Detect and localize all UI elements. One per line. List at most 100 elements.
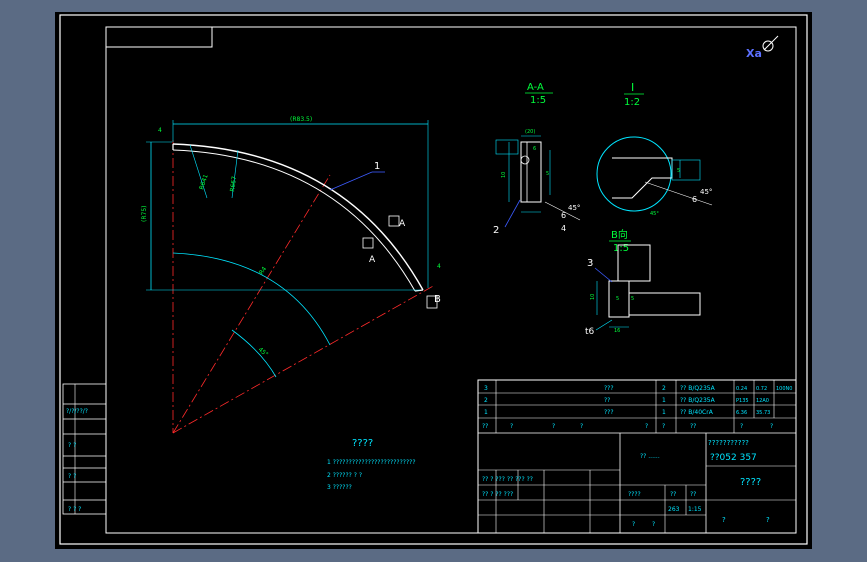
p1-no: 3: [484, 385, 488, 392]
p3-name: ???: [604, 409, 614, 416]
dim-top-text: (R83.5): [290, 116, 312, 123]
callout-a: A: [399, 219, 406, 229]
view-b-t6: t6: [585, 327, 595, 337]
drawing-background: [55, 12, 812, 549]
h-3: ?: [580, 423, 583, 430]
angle-arc-outer: [172, 252, 331, 346]
dim-radius-text: R4: [258, 265, 268, 276]
side-table-cell-1: ? ?: [68, 442, 76, 449]
p2-mat: ?? B/Q235A: [680, 397, 716, 404]
view-b-bar: [628, 292, 701, 316]
outer-frame: [59, 14, 808, 545]
dim-radial-2-text: R667: [229, 176, 238, 193]
detail-label: I: [631, 81, 634, 94]
notes-heading: ????: [352, 438, 373, 449]
detail-profile: [612, 157, 673, 199]
section-aa-scale: 1:5: [530, 95, 546, 106]
roughness-circle: [762, 40, 774, 52]
notes-line-1: 1 ??????????????????????????: [327, 459, 416, 466]
dim-small-left: 4: [158, 127, 162, 134]
p1-w2: 0.72: [756, 386, 767, 392]
side-table: ?/?/??/? ? ? ? ? ? ? ?: [62, 383, 107, 515]
callout-3: 3: [587, 258, 593, 269]
roughness-label: Xa: [746, 47, 762, 60]
tb-scale-value: 1:15: [688, 506, 702, 513]
p1-qty: 2: [662, 385, 666, 392]
sec-dim-width: (20): [525, 129, 535, 135]
side-table-frame: [62, 383, 107, 515]
tb-sign-row-2: ?? ? ?? ???: [482, 491, 513, 498]
angle-arc-inner: [231, 329, 277, 378]
tb-bottom-b: ?: [766, 516, 770, 524]
code-box: [105, 26, 213, 48]
sec-dim-height: 10: [501, 172, 507, 178]
view-b-dim-5a: 5: [616, 296, 619, 302]
view-b: B向 1:5 10 5 5 16 3 t6: [585, 228, 701, 337]
h-7: ?: [740, 423, 743, 430]
p2-qty: 1: [662, 397, 666, 404]
parts-header-row: ?? ? ? ? ? ? ?? ? ?: [482, 423, 773, 430]
tb-sheet-b: ?: [652, 521, 655, 528]
side-table-cell-0: ?/?/??/?: [66, 408, 88, 415]
p3-w1: 6.36: [736, 410, 747, 416]
side-table-cell-3: ? ? ?: [68, 506, 81, 513]
detail-i-view: I 1:2 5 6 45° 45°: [596, 81, 713, 217]
p3-no: 1: [484, 409, 488, 416]
inner-frame: [105, 26, 797, 534]
p2-name: ??: [604, 397, 610, 404]
p3-qty: 1: [662, 409, 666, 416]
centerline-radial-1: [172, 174, 331, 434]
tb-bottom-a: ?: [722, 516, 726, 524]
h-8: ?: [770, 423, 773, 430]
sec-chamfer-leader: [544, 201, 581, 221]
section-a-marker-box: [388, 215, 400, 227]
detail-dim-angle: 45°: [650, 211, 659, 217]
section-aa-hole: [520, 155, 530, 165]
arc-end-cap-right: [414, 289, 424, 292]
parts-row-1: 3 ??? 2 ?? B/Q235A 0.24 0.72 100N0: [484, 385, 792, 392]
p1-w1: 0.24: [736, 386, 747, 392]
detail-dim-6: 6: [692, 195, 697, 204]
t6-leader: [595, 319, 613, 331]
view-b-label: B向: [611, 228, 628, 241]
h-2: ?: [552, 423, 555, 430]
dim-radial-1-text: R641: [198, 173, 210, 190]
p3-mat: ?? B/40CrA: [680, 409, 714, 416]
sec-dim-5: 5: [546, 171, 549, 177]
centerline-radial-2: [172, 284, 436, 434]
detail-dim-small: 5: [677, 168, 680, 174]
title-block: 3 ??? 2 ?? B/Q235A 0.24 0.72 100N0 2 ?? …: [477, 379, 797, 534]
main-arc-view: (R83.5) (R75) 4 4 R641 R667 R4 45° 1 A A…: [141, 116, 441, 434]
dim-radial-2-line: [231, 149, 239, 199]
sec-dim-inner: 6: [533, 146, 536, 152]
h-6: ??: [690, 423, 696, 430]
section-aa-body: [520, 141, 542, 203]
h-4: ?: [645, 423, 648, 430]
tb-mass-label: ??: [670, 491, 676, 498]
h-0: ??: [482, 423, 488, 430]
callout-b: B: [434, 294, 441, 305]
callout-3-leader: [594, 267, 613, 283]
p2-w2: 12A0: [756, 398, 769, 404]
detail-chamfer-leader: [644, 181, 713, 206]
view-b-dim-5b: 5: [631, 296, 634, 302]
sec-chamfer: 45°: [568, 204, 580, 212]
dim-left-text: (R75): [141, 206, 148, 223]
tb-drawing-no: ??052 357: [710, 453, 757, 463]
p1-mat: ?? B/Q235A: [680, 385, 716, 392]
sec-dim-box: [495, 139, 519, 155]
roughness-tick: [763, 35, 779, 51]
sec-dim-6: 6: [561, 211, 566, 220]
view-b-plate-top: [617, 244, 651, 282]
view-b-scale: 1:5: [613, 243, 629, 254]
p1-name: ???: [604, 385, 614, 392]
detail-dim-chamfer: 45°: [700, 188, 712, 196]
dim-radial-1-line: [189, 144, 208, 199]
view-b-dim-10: 10: [590, 294, 596, 300]
callout-2: 2: [493, 225, 499, 236]
tb-scale-label: ????: [628, 491, 641, 498]
p3-w2: 35.73: [756, 410, 770, 416]
parts-row-3: 1 ??? 1 ?? B/40CrA 6.36 35.73: [484, 409, 770, 416]
section-aa-view: A-A 1:5 (20) 10 6 5 6 4 45° 2: [493, 82, 580, 236]
detail-scale: 1:2: [624, 97, 640, 108]
